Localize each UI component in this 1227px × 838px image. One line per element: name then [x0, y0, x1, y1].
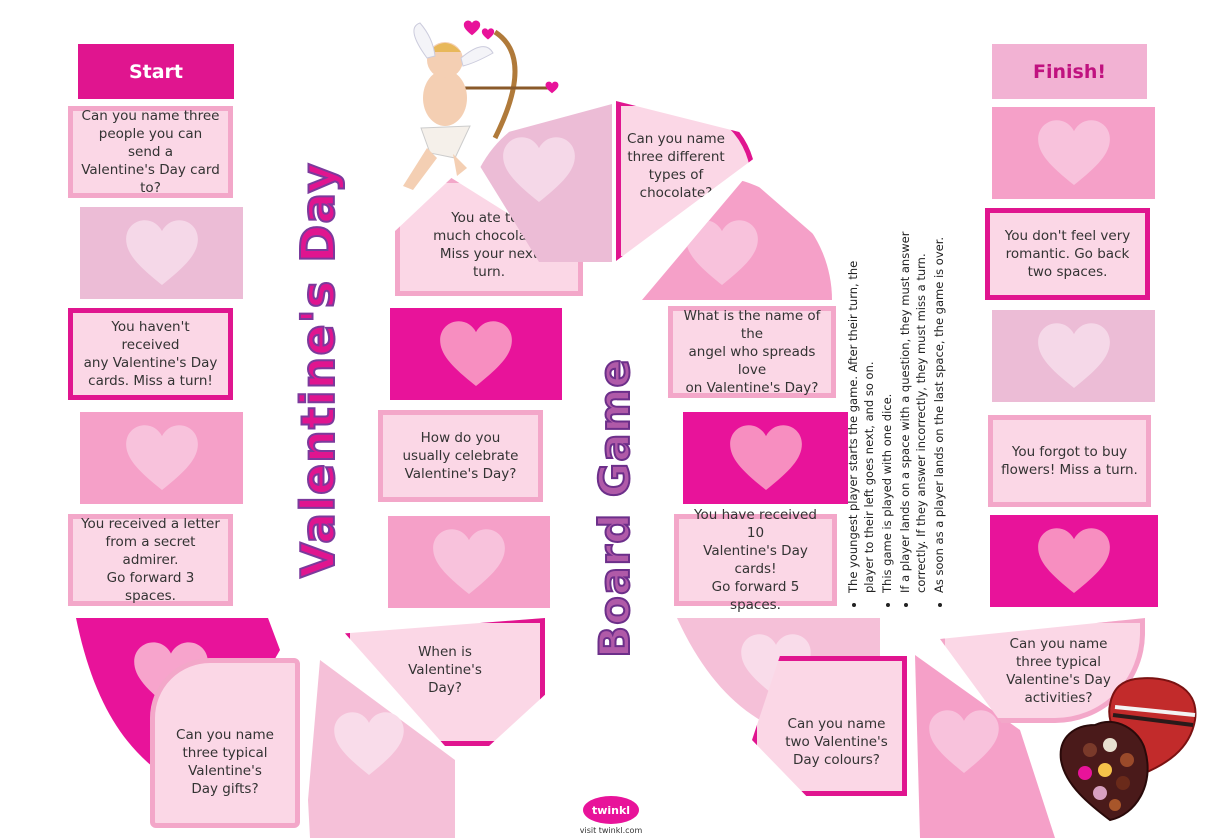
square-text: Can you name three people you can send a…: [81, 108, 220, 196]
heart-icon: [727, 419, 805, 497]
square-text: Can you name three typical Valentine's D…: [176, 727, 274, 798]
square-text: You don't feel very romantic. Go back tw…: [1004, 228, 1131, 280]
cupid-illustration: [403, 20, 559, 190]
square-text: You received a letter from a secret admi…: [81, 516, 220, 604]
title-board-game: Board Game: [589, 357, 640, 659]
title-valentines-day: Valentine's Day: [290, 161, 346, 579]
heart-icon: [1035, 114, 1113, 192]
logo-text: twinkl: [591, 803, 631, 817]
heart-square-m-a[interactable]: [388, 516, 550, 608]
square-text: When is Valentine's Day?: [408, 644, 482, 697]
start-label: Start: [128, 60, 184, 83]
heart-square-r5[interactable]: [990, 515, 1158, 607]
heart-square-l4[interactable]: [80, 412, 243, 504]
square-text: Can you name three typical Valentine's D…: [1006, 635, 1111, 706]
arc-square-question-l[interactable]: Can you name three typical Valentine's D…: [150, 658, 300, 828]
chocolate-box-illustration: [1059, 677, 1197, 822]
rules-panel: The youngest player starts the game. Aft…: [845, 225, 985, 605]
square-text: You have received 10 Valentine's Day car…: [694, 507, 817, 613]
heart-icon: [123, 419, 201, 497]
square-text: What is the name of the angel who spread…: [683, 308, 821, 396]
rule-item: This game is played with one dice.: [879, 225, 895, 593]
square-text: Can you name three different types of ch…: [627, 131, 725, 201]
logo-url[interactable]: visit twinkl.com: [579, 826, 643, 835]
rule-item: As soon as a player lands on the last sp…: [931, 225, 947, 593]
square-l1[interactable]: Can you name three people you can send a…: [68, 106, 233, 198]
square-text: Can you name two Valentine's Day colours…: [785, 715, 888, 768]
heart-icon: [430, 523, 508, 601]
square-m5[interactable]: You have received 10 Valentine's Day car…: [674, 507, 837, 613]
square-r2[interactable]: You don't feel very romantic. Go back tw…: [985, 208, 1150, 300]
heart-square-l2[interactable]: [80, 207, 243, 299]
rule-item: The youngest player starts the game. Aft…: [845, 225, 877, 593]
square-l3[interactable]: You haven't received any Valentine's Day…: [68, 308, 233, 400]
heart-square-m-b[interactable]: [390, 308, 562, 400]
heart-square-r1[interactable]: [992, 107, 1155, 199]
square-text: You haven't received any Valentine's Day…: [83, 319, 218, 389]
square-m2[interactable]: How do you usually celebrate Valentine's…: [378, 410, 543, 502]
square-text: How do you usually celebrate Valentine's…: [402, 430, 519, 482]
heart-icon: [683, 214, 761, 292]
heart-icon: [123, 214, 201, 292]
heart-icon: [437, 315, 515, 393]
heart-icon: [1035, 522, 1113, 600]
twinkl-logo[interactable]: twinkl: [583, 796, 639, 824]
square-m4[interactable]: What is the name of the angel who spread…: [668, 306, 836, 398]
start-square[interactable]: Start: [78, 44, 234, 99]
finish-label: Finish!: [1032, 60, 1107, 83]
square-r4[interactable]: You forgot to buy flowers! Miss a turn.: [988, 415, 1151, 507]
square-l5[interactable]: You received a letter from a secret admi…: [68, 514, 233, 606]
square-text: You forgot to buy flowers! Miss a turn.: [1001, 444, 1138, 478]
rule-item: If a player lands on a space with a ques…: [897, 225, 929, 593]
heart-square-r3[interactable]: [992, 310, 1155, 402]
heart-square-m-c[interactable]: [683, 412, 848, 504]
arc-square-question-r[interactable]: Can you name two Valentine's Day colours…: [752, 656, 907, 796]
finish-square[interactable]: Finish!: [992, 44, 1147, 99]
heart-icon: [1035, 317, 1113, 395]
